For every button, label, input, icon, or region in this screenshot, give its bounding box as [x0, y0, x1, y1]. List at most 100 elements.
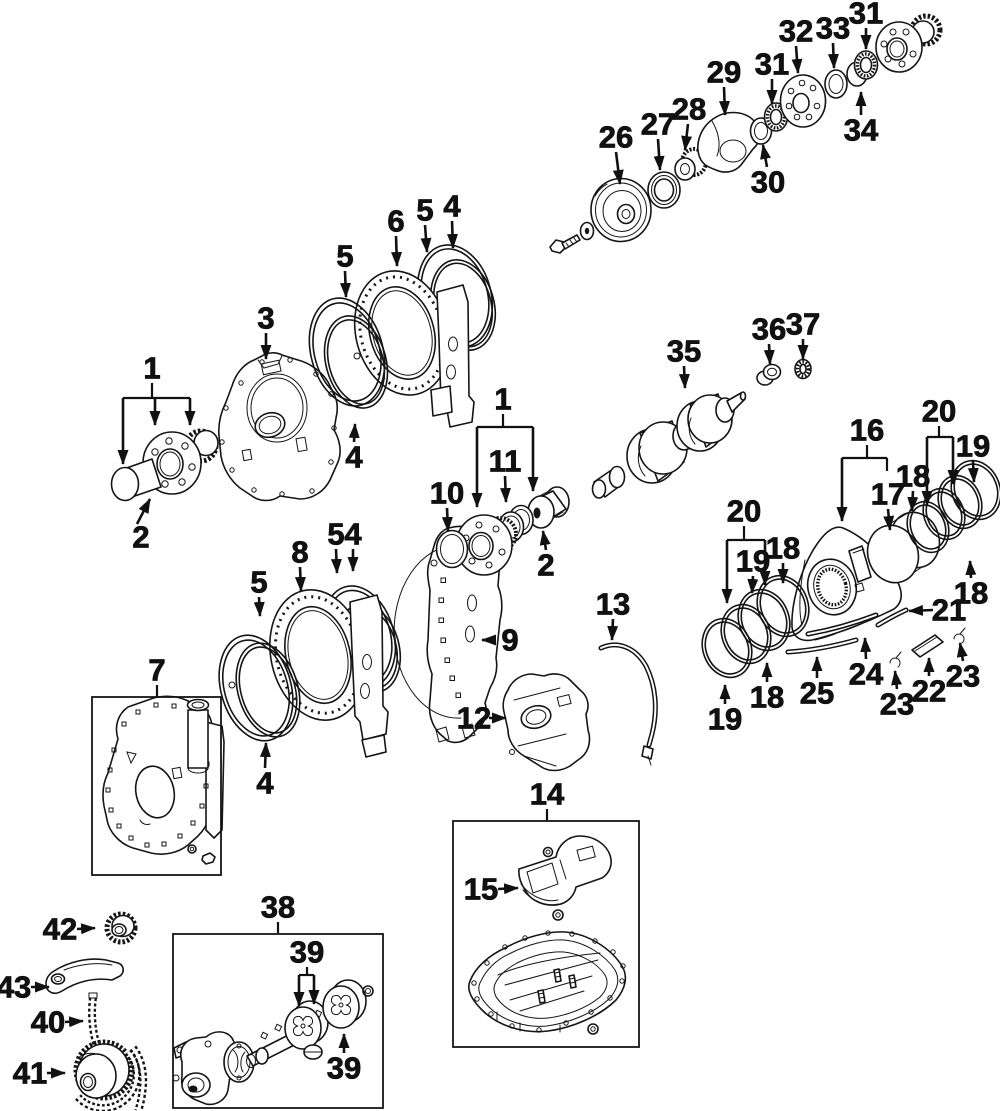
- callout-14: 14: [529, 776, 565, 821]
- callout-number: 43: [0, 970, 31, 1005]
- callout-18: 18: [749, 662, 785, 715]
- shaft-front-end: [110, 458, 162, 502]
- callout-20: 20: [921, 393, 959, 506]
- callout-18: 18: [895, 458, 931, 512]
- callout-number: 19: [736, 544, 770, 579]
- seal-ring: [794, 358, 812, 380]
- oil-pump-box: [172, 933, 384, 1109]
- callout-number: 37: [786, 307, 820, 342]
- callout-1: 1: [117, 350, 196, 465]
- callout-41: 41: [12, 1055, 66, 1091]
- callout-number: 27: [641, 107, 675, 142]
- callout-number: 25: [800, 676, 834, 711]
- leader-arrow: [956, 642, 968, 662]
- callout-40: 40: [30, 1004, 84, 1040]
- callout-36: 36: [751, 311, 787, 365]
- callout-number: 39: [290, 935, 324, 970]
- leader-arrow: [719, 86, 730, 116]
- leader-arrow: [539, 530, 551, 551]
- callout-number: 5: [416, 193, 433, 228]
- rear-flange-assembly: [455, 514, 518, 576]
- oil-pan-baffle: [518, 835, 612, 921]
- callout-number: 24: [849, 657, 884, 692]
- apex-seal-strip: [785, 637, 859, 655]
- callout-33: 33: [815, 10, 851, 69]
- lower-cover: [502, 673, 591, 772]
- callout-35: 35: [666, 333, 702, 389]
- leader-arrow: [497, 883, 519, 895]
- leader-arrow: [391, 235, 403, 267]
- callout-7: 7: [148, 652, 166, 697]
- leader-arrow: [891, 670, 903, 690]
- leader-arrow: [827, 42, 839, 69]
- callout-number: 2: [132, 520, 149, 555]
- leader-arrow: [653, 138, 665, 171]
- leader-arrow: [607, 618, 619, 641]
- leader-arrow: [330, 548, 342, 574]
- leader-arrow: [135, 498, 152, 525]
- leader-arrow: [253, 596, 265, 617]
- callout-number: 35: [667, 334, 701, 369]
- callout-number: 36: [752, 312, 786, 347]
- callout-32: 32: [778, 13, 814, 74]
- callout-number: 4: [443, 189, 461, 224]
- callout-21: 21: [908, 592, 967, 628]
- apex-seal-key: [911, 634, 944, 658]
- leader-arrow: [339, 270, 351, 298]
- callout-number: 22: [912, 674, 946, 709]
- callout-30: 30: [750, 144, 786, 200]
- pump-rotor-a: [284, 1000, 329, 1050]
- callout-37: 37: [785, 306, 821, 360]
- callout-number: 5: [336, 239, 353, 274]
- callout-number: 2: [537, 548, 554, 583]
- leader-arrow: [678, 365, 690, 389]
- callout-4: 4: [443, 188, 462, 249]
- corner-seal-strip: [805, 612, 879, 637]
- leader-arrow: [908, 604, 934, 616]
- counterweight: [697, 111, 761, 173]
- leader-arrow: [965, 560, 977, 579]
- callout-43: 43: [0, 969, 50, 1005]
- pilot-bush: [756, 363, 782, 386]
- callout-39: 39: [326, 1033, 362, 1086]
- callout-number: 4: [256, 766, 274, 801]
- callout-number: 4: [345, 440, 363, 475]
- callout-number: 34: [844, 113, 879, 148]
- callout-number: 18: [750, 680, 784, 715]
- timing-chain-upper: [88, 992, 101, 1048]
- callout-4: 4: [344, 516, 363, 572]
- callout-number: 17: [871, 477, 905, 512]
- pump-rotor-b: [322, 979, 367, 1029]
- rear-stationary-gear-flange: [875, 13, 943, 73]
- leader-arrow: [76, 923, 96, 935]
- crank-pulley: [590, 177, 652, 243]
- callout-23: 23: [945, 642, 981, 694]
- callout-19: 19: [955, 428, 991, 483]
- callout-31: 31: [848, 0, 884, 50]
- callout-number: 4: [344, 517, 362, 552]
- callout-24: 24: [848, 637, 884, 692]
- balance-sprocket: [104, 911, 138, 945]
- callout-number: 42: [43, 912, 77, 947]
- leader-arrow: [681, 123, 693, 151]
- callout-16: 16: [836, 412, 889, 522]
- leader-arrow: [747, 575, 759, 594]
- callout-8: 8: [291, 534, 309, 592]
- callout-5: 5: [327, 516, 345, 574]
- callout-23: 23: [879, 670, 915, 722]
- callout-number: 12: [457, 701, 491, 736]
- callout-15: 15: [463, 871, 519, 907]
- side-seal: [875, 607, 909, 628]
- thrust-plate: [779, 74, 827, 128]
- callout-20: 20: [721, 493, 771, 604]
- callout-number: 7: [148, 653, 165, 688]
- callout-number: 10: [430, 476, 464, 511]
- callout-number: 32: [779, 14, 813, 49]
- callout-number: 6: [387, 204, 404, 239]
- callout-number: 3: [257, 301, 274, 336]
- callout-10: 10: [429, 475, 465, 532]
- callout-1: 1: [471, 381, 539, 508]
- callout-22: 22: [911, 657, 947, 709]
- leader-arrow: [907, 490, 919, 512]
